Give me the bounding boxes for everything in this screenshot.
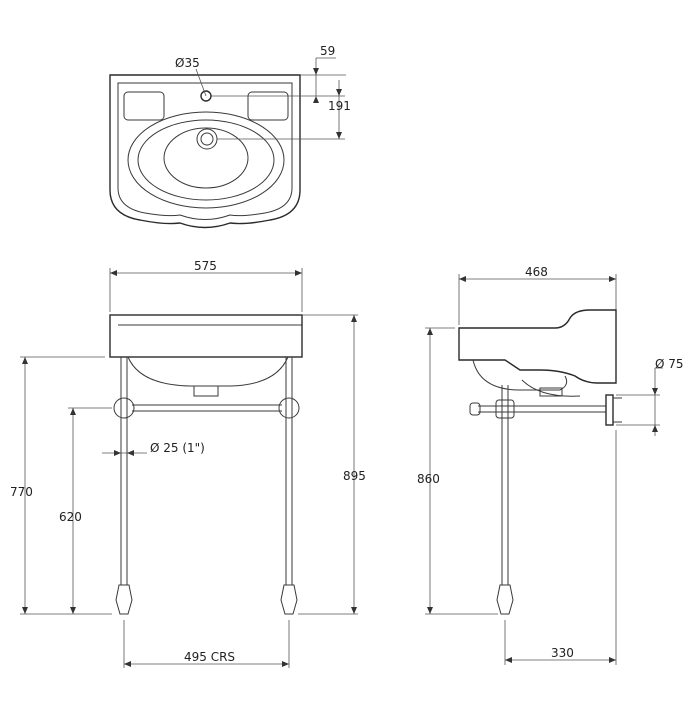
bowl-inner — [163, 127, 249, 189]
bowl-mid — [137, 119, 275, 201]
basin-height-label: 895 — [343, 469, 366, 483]
waste-front — [193, 385, 219, 397]
height-label: 860 — [417, 472, 440, 486]
leg-projection-label: 330 — [551, 646, 574, 660]
bowl-outer — [127, 111, 285, 209]
waste-outlet-inner — [200, 132, 214, 146]
left-foot — [115, 584, 133, 615]
wall-plate-label: Ø 75 — [655, 357, 684, 371]
wall-plate — [605, 394, 614, 426]
depth-label: 468 — [525, 265, 548, 279]
basin-outline-top — [109, 74, 301, 229]
front-view: 575 770 620 Ø 25 — [10, 259, 366, 668]
overall-width-label: 575 — [194, 259, 217, 273]
right-foot — [280, 584, 298, 615]
waste-outlet — [196, 128, 218, 150]
side-foot — [496, 584, 514, 615]
edge-offset-label: 59 — [320, 44, 335, 58]
right-deck-panel — [247, 91, 289, 121]
basin-bowl-side — [472, 359, 568, 391]
rail-height-label: 620 — [59, 510, 82, 524]
basin-body-front — [109, 314, 303, 358]
top-view: Ø35 191 59 — [109, 44, 351, 229]
leg-diameter-label: Ø 25 (1") — [150, 441, 205, 455]
basin-rim-top — [117, 82, 293, 220]
waste-side — [539, 387, 563, 397]
overall-height-label: 770 — [10, 485, 33, 499]
basin-body-side — [458, 309, 617, 384]
leg-centres-label: 495 CRS — [184, 650, 235, 664]
basin-bowl-underside — [127, 356, 289, 387]
side-view: 468 Ø 75 860 — [417, 265, 684, 665]
tap-hole-label: Ø35 — [175, 56, 200, 70]
depth-offset-label: 191 — [328, 99, 351, 113]
left-deck-panel — [123, 91, 165, 121]
